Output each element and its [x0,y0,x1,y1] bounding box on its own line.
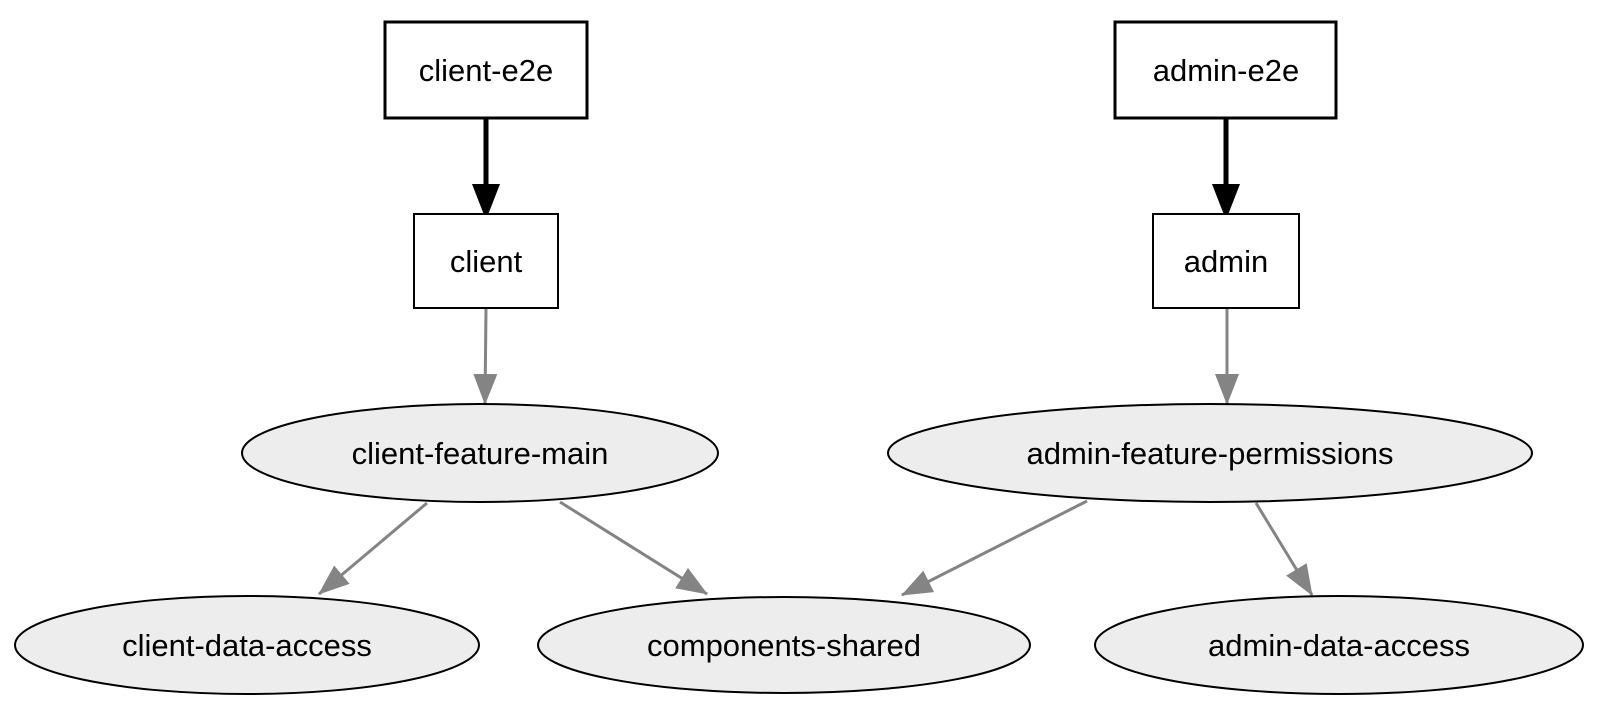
node-admin-e2e-label: admin-e2e [1153,53,1299,88]
node-client-data-access-label: client-data-access [122,628,372,663]
node-client-box [413,213,559,309]
node-client-feature-main-label: client-feature-main [352,436,609,471]
node-admin-data-access[interactable]: admin-data-access [1094,595,1584,695]
node-client-e2e-label: client-e2e [419,53,553,88]
node-admin-data-access-ellipse [1094,595,1584,695]
node-client-e2e-box [383,20,589,120]
node-client-label: client [450,244,523,279]
edge-client-to-client-feature-main [473,307,498,405]
node-admin-e2e-box [1113,20,1338,120]
node-components-shared-ellipse [537,596,1031,694]
node-admin[interactable]: admin [1152,213,1300,309]
node-admin-label: admin [1184,244,1268,279]
node-admin-e2e[interactable]: admin-e2e [1113,20,1338,120]
node-client-e2e[interactable]: client-e2e [383,20,589,120]
edge-client-feature-main-to-components-shared [559,500,708,596]
node-components-shared-label: components-shared [647,628,921,663]
node-client[interactable]: client [413,213,559,309]
node-admin-data-access-label: admin-data-access [1208,628,1470,663]
edge-client-feature-main-to-client-data-access [318,501,428,596]
node-admin-feature-permissions-ellipse [887,403,1533,503]
node-admin-box [1152,213,1300,309]
node-admin-feature-permissions-label: admin-feature-permissions [1027,436,1394,471]
node-client-data-access[interactable]: client-data-access [14,595,480,695]
node-client-feature-main[interactable]: client-feature-main [241,403,719,503]
node-client-feature-main-ellipse [241,403,719,503]
node-admin-feature-permissions[interactable]: admin-feature-permissions [887,403,1533,503]
node-components-shared[interactable]: components-shared [537,596,1031,694]
edge-admin-feature-permissions-to-components-shared [901,499,1088,597]
edge-admin-feature-permissions-to-admin-data-access [1254,502,1314,596]
node-client-data-access-ellipse [14,595,480,695]
